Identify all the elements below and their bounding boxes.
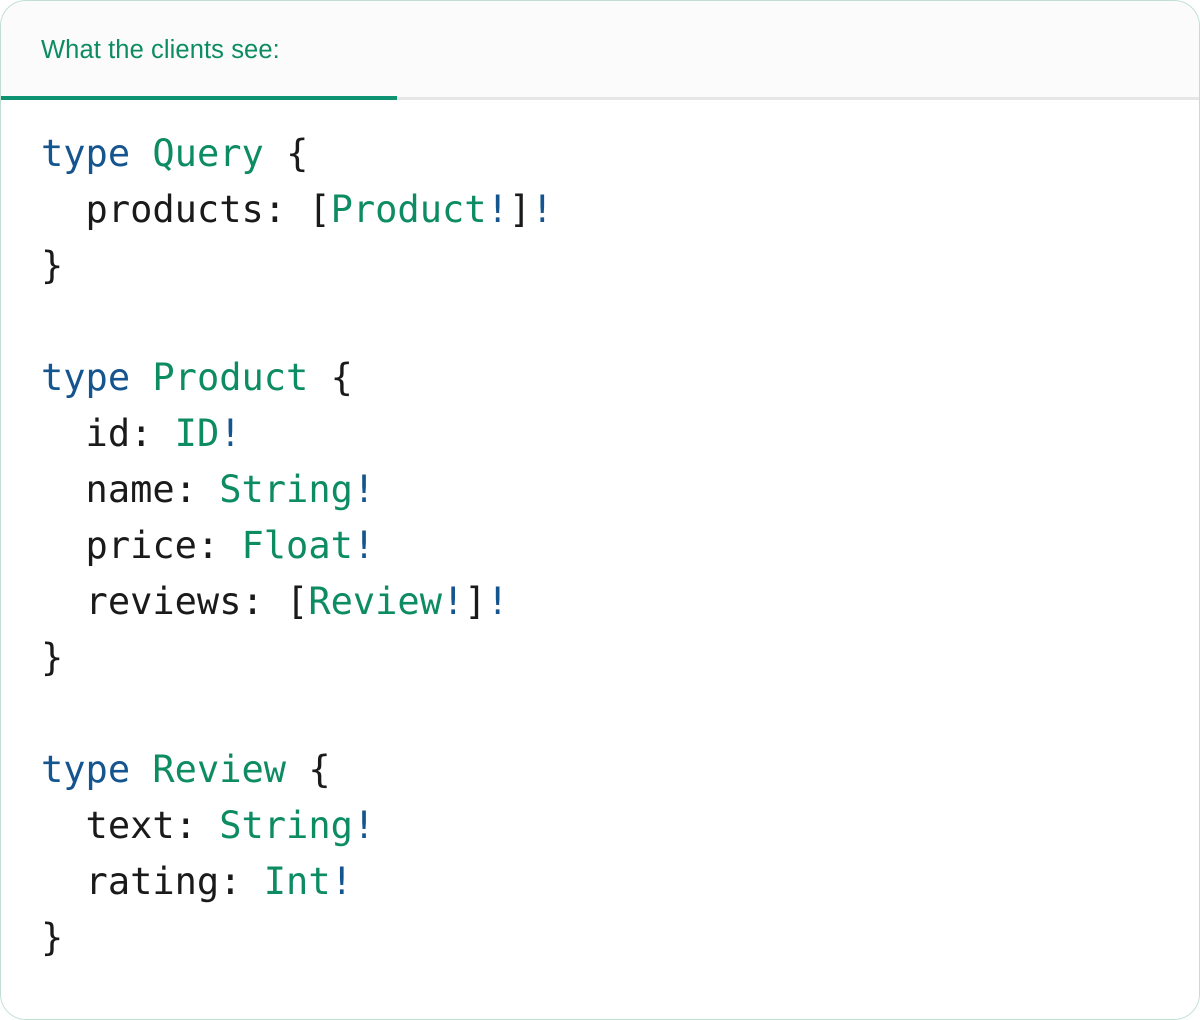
code-line: type Query { — [41, 126, 1199, 182]
code-token-plain — [241, 860, 263, 903]
code-line: type Review { — [41, 742, 1199, 798]
code-token-punct: ] — [464, 580, 487, 623]
code-token-bang: ! — [531, 188, 554, 231]
code-token-plain — [130, 356, 152, 399]
code-token-bang: ! — [352, 524, 376, 567]
tab-bar-divider — [1, 97, 1199, 100]
code-token-punct: } — [41, 916, 64, 959]
tab-bar: What the clients see: — [1, 1, 1199, 100]
code-token-plain — [197, 804, 219, 847]
code-token-plain — [130, 132, 152, 175]
code-token-bang: ! — [352, 468, 376, 511]
code-line: products: [Product!]! — [41, 182, 1199, 238]
code-token-bang: ! — [441, 580, 465, 623]
code-token-plain — [152, 412, 174, 455]
code-line: name: String! — [41, 462, 1199, 518]
tab-label: What the clients see: — [41, 35, 280, 64]
code-line: } — [41, 238, 1199, 294]
code-token-punct: [ — [308, 188, 331, 231]
code-line: reviews: [Review!]! — [41, 574, 1199, 630]
code-token-field: name: — [41, 468, 197, 511]
graphql-schema-code: type Query { products: [Product!]!} type… — [1, 126, 1199, 966]
code-token-keyword: type — [41, 748, 131, 791]
code-token-type: Int — [263, 860, 331, 903]
code-line: } — [41, 630, 1199, 686]
code-token-punct: } — [41, 636, 64, 679]
code-token-field: id: — [41, 412, 153, 455]
code-line: type Product { — [41, 350, 1199, 406]
code-token-punct: } — [41, 244, 64, 287]
code-token-plain — [264, 580, 286, 623]
code-token-field: products: — [41, 188, 287, 231]
code-token-plain — [286, 748, 308, 791]
tab-what-the-clients-see[interactable]: What the clients see: — [1, 1, 397, 100]
code-token-bang: ! — [486, 580, 509, 623]
code-token-punct: ] — [508, 188, 532, 231]
code-token-punct: { — [330, 356, 353, 399]
code-viewer[interactable]: type Query { products: [Product!]!} type… — [1, 100, 1199, 1019]
code-token-punct: { — [308, 748, 331, 791]
tab-active-underline — [1, 96, 397, 100]
code-token-keyword: type — [41, 356, 131, 399]
code-line: price: Float! — [41, 518, 1199, 574]
code-token-plain — [308, 356, 330, 399]
code-token-punct: { — [286, 132, 309, 175]
code-token-type: Review — [152, 748, 287, 791]
code-token-field: text: — [41, 804, 197, 847]
code-token-plain — [130, 748, 152, 791]
code-line: text: String! — [41, 798, 1199, 854]
code-token-type: Query — [152, 132, 264, 175]
code-token-type: ID — [174, 412, 220, 455]
code-token-plain — [286, 188, 308, 231]
code-token-bang: ! — [219, 412, 242, 455]
code-token-punct: [ — [286, 580, 309, 623]
code-line — [41, 294, 1199, 350]
code-line — [41, 686, 1199, 742]
code-line: rating: Int! — [41, 854, 1199, 910]
code-token-type: String — [219, 468, 353, 511]
code-token-keyword: type — [41, 132, 131, 175]
code-token-type: Float — [241, 524, 353, 567]
code-token-type: Product — [330, 188, 487, 231]
code-token-field: reviews: — [41, 580, 264, 623]
code-token-plain — [197, 468, 219, 511]
code-token-bang: ! — [330, 860, 353, 903]
code-token-plain — [264, 132, 286, 175]
code-token-bang: ! — [486, 188, 509, 231]
code-token-bang: ! — [352, 804, 376, 847]
code-line: } — [41, 910, 1199, 966]
code-token-plain — [219, 524, 241, 567]
code-token-type: String — [219, 804, 353, 847]
code-token-field: price: — [41, 524, 220, 567]
code-token-field: rating: — [41, 860, 242, 903]
code-line: id: ID! — [41, 406, 1199, 462]
code-token-type: Product — [152, 356, 309, 399]
code-token-type: Review — [308, 580, 442, 623]
